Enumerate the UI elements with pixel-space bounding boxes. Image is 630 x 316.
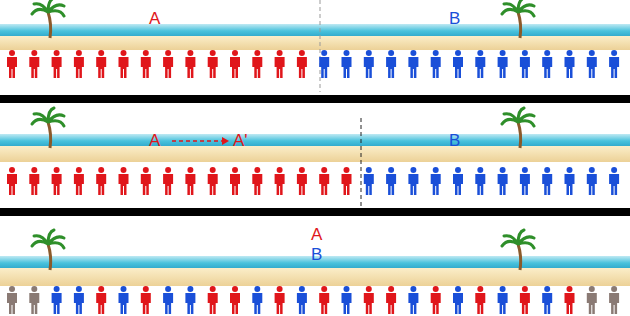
person-figure <box>208 286 218 314</box>
person-figure <box>342 286 352 314</box>
person-figure <box>520 286 530 314</box>
person-figure <box>498 167 508 195</box>
person-figure <box>275 50 285 78</box>
person-figure <box>74 286 84 314</box>
person-figure <box>163 167 173 195</box>
region-label: A <box>311 226 322 244</box>
person-figure <box>52 167 62 195</box>
person-figure <box>386 167 396 195</box>
person-figure <box>141 50 151 78</box>
person-figure <box>119 50 129 78</box>
person-figure <box>163 50 173 78</box>
person-figure <box>208 50 218 78</box>
person-figure <box>29 167 39 195</box>
person-figure <box>252 286 262 314</box>
region-label: B <box>449 10 460 28</box>
person-figure <box>587 167 597 195</box>
person-figure <box>7 50 17 78</box>
person-figure <box>319 286 329 314</box>
region-label: A' <box>233 132 248 150</box>
person-figure <box>141 286 151 314</box>
person-figure <box>475 167 485 195</box>
person-figure <box>542 286 552 314</box>
person-figure <box>74 50 84 78</box>
person-figure <box>475 286 485 314</box>
person-figure <box>565 286 575 314</box>
person-figure <box>342 167 352 195</box>
person-figure <box>408 50 418 78</box>
region-label: A <box>149 10 160 28</box>
person-figure <box>520 50 530 78</box>
person-figure <box>386 50 396 78</box>
person-figure <box>230 167 240 195</box>
person-figure <box>520 167 530 195</box>
person-figure <box>587 286 597 314</box>
person-figure <box>498 50 508 78</box>
person-figure <box>297 167 307 195</box>
person-figure <box>185 167 195 195</box>
person-figure <box>542 167 552 195</box>
person-figure <box>609 286 619 314</box>
person-figure <box>319 50 329 78</box>
person-figure <box>498 286 508 314</box>
person-figure <box>52 50 62 78</box>
person-figure <box>475 50 485 78</box>
person-figure <box>297 286 307 314</box>
person-figure <box>119 167 129 195</box>
person-figure <box>185 50 195 78</box>
person-figure <box>342 50 352 78</box>
person-figure <box>453 286 463 314</box>
person-figure <box>275 286 285 314</box>
person-figure <box>119 286 129 314</box>
person-figure <box>319 167 329 195</box>
person-figure <box>74 167 84 195</box>
person-figure <box>96 50 106 78</box>
person-figure <box>252 167 262 195</box>
person-figure <box>364 50 374 78</box>
person-figure <box>29 50 39 78</box>
region-label: A <box>149 132 160 150</box>
person-figure <box>587 50 597 78</box>
person-figure <box>609 167 619 195</box>
person-figure <box>431 50 441 78</box>
person-figure <box>230 50 240 78</box>
person-figure <box>230 286 240 314</box>
person-figure <box>431 286 441 314</box>
person-figure <box>408 167 418 195</box>
region-label: B <box>311 246 322 264</box>
person-figure <box>141 167 151 195</box>
person-figure <box>29 286 39 314</box>
person-figure <box>208 167 218 195</box>
person-figure <box>408 286 418 314</box>
person-figure <box>609 50 619 78</box>
person-figure <box>252 50 262 78</box>
region-label: B <box>449 132 460 150</box>
person-figure <box>431 167 441 195</box>
person-figure <box>275 167 285 195</box>
person-figure <box>542 50 552 78</box>
person-figure <box>7 167 17 195</box>
person-figure <box>565 167 575 195</box>
person-figure <box>7 286 17 314</box>
person-figure <box>96 286 106 314</box>
person-figure <box>163 286 173 314</box>
person-figure <box>52 286 62 314</box>
person-figure <box>364 167 374 195</box>
person-figure <box>185 286 195 314</box>
person-figure <box>96 167 106 195</box>
person-figure <box>453 50 463 78</box>
person-figure <box>364 286 374 314</box>
person-figure <box>565 50 575 78</box>
person-figure <box>386 286 396 314</box>
person-figure <box>453 167 463 195</box>
person-figure <box>297 50 307 78</box>
